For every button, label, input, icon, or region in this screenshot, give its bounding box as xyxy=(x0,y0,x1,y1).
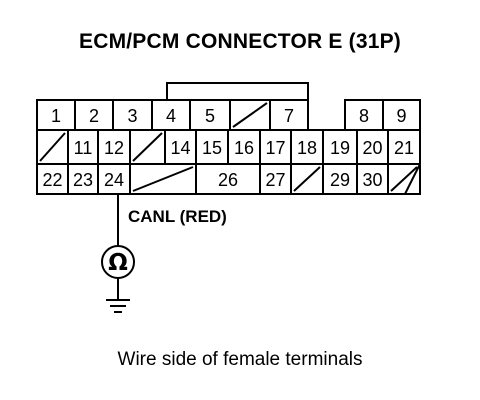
pin-number-26: 26 xyxy=(218,170,238,190)
blank-pin-slash xyxy=(390,166,418,192)
pin-number-24: 24 xyxy=(104,170,124,190)
pin-number-3: 3 xyxy=(127,106,137,126)
ohm-symbol: Ω xyxy=(108,250,128,276)
pin-number-7: 7 xyxy=(284,106,294,126)
wire-label: CANL (RED) xyxy=(128,207,227,226)
blank-pin-slash xyxy=(39,132,66,162)
empty-cavity xyxy=(387,163,421,195)
pin-number-30: 30 xyxy=(362,170,382,190)
connector-lock-tab xyxy=(166,82,309,100)
pin-number-16: 16 xyxy=(234,138,254,158)
pin-number-17: 17 xyxy=(265,138,285,158)
pin-number-5: 5 xyxy=(205,106,215,126)
ground-icon xyxy=(106,299,130,313)
pin-number-4: 4 xyxy=(166,106,176,126)
pin-number-21: 21 xyxy=(394,138,414,158)
pin-number-19: 19 xyxy=(330,138,350,158)
pin-number-20: 20 xyxy=(362,138,382,158)
pin-number-8: 8 xyxy=(359,106,369,126)
diagram-title: ECM/PCM CONNECTOR E (31P) xyxy=(79,30,401,53)
pin-number-2: 2 xyxy=(89,106,99,126)
blank-pin-slash xyxy=(232,102,268,128)
pin-number-15: 15 xyxy=(202,138,222,158)
pin-number-22: 22 xyxy=(42,170,62,190)
diagram-caption: Wire side of female terminals xyxy=(117,349,363,370)
pin-number-27: 27 xyxy=(265,170,285,190)
pin-number-18: 18 xyxy=(297,138,317,158)
pin-number-12: 12 xyxy=(104,138,124,158)
pin-number-9: 9 xyxy=(396,106,406,126)
blank-pin-slash xyxy=(293,166,321,192)
pin-number-29: 29 xyxy=(330,170,350,190)
blank-pin-slash xyxy=(132,166,194,192)
blank-pin-slash xyxy=(132,132,163,162)
pin-number-1: 1 xyxy=(51,106,61,126)
pin-number-11: 11 xyxy=(74,138,93,158)
pin-number-23: 23 xyxy=(73,170,93,190)
pin-number-14: 14 xyxy=(170,138,190,158)
